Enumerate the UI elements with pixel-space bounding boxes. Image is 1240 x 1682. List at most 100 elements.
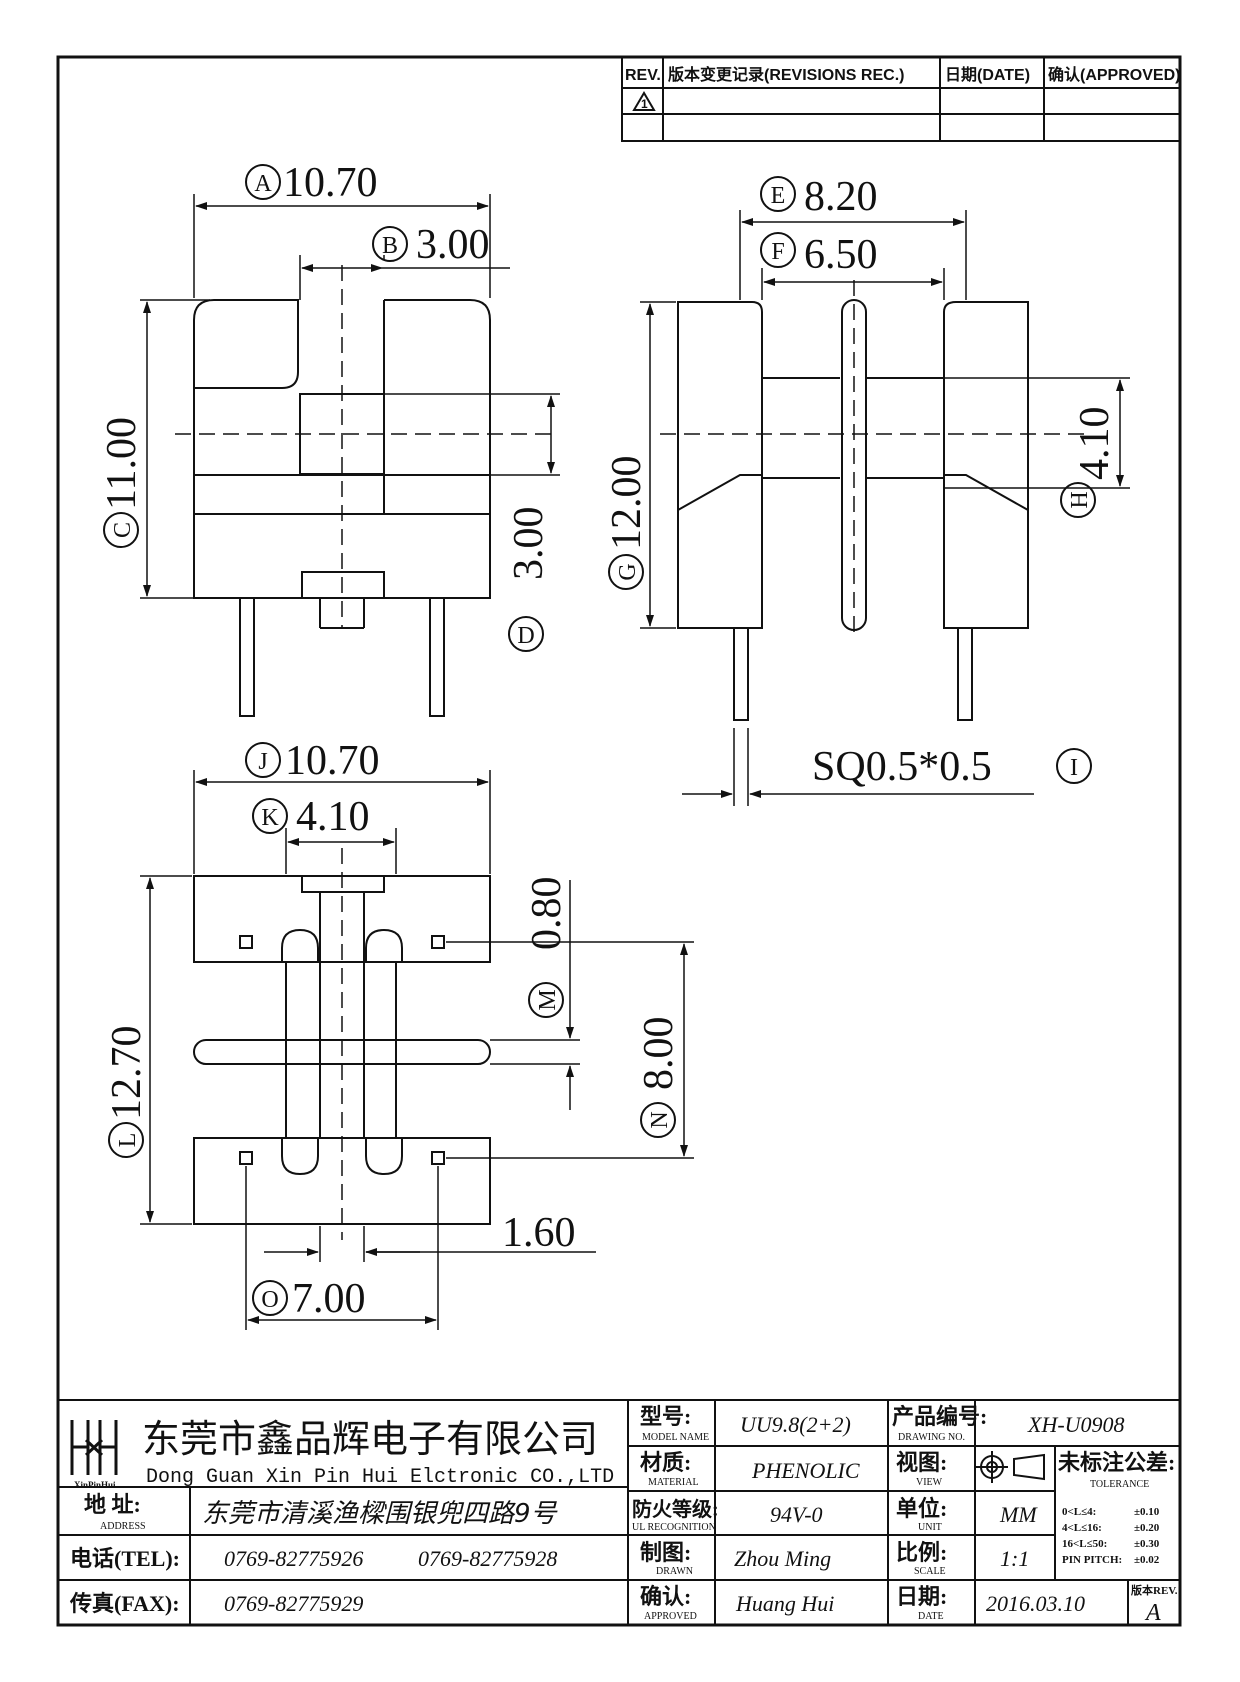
dim-D: 3.00 D: [506, 507, 552, 652]
fax-label: 传真(FAX):: [69, 1591, 180, 1616]
tolerance-range-3: 16<L≤50:: [1062, 1538, 1107, 1550]
model-label-en: MODEL NAME: [642, 1432, 709, 1443]
tel-2: 0769-82775928: [418, 1546, 557, 1571]
drawn-label-en: DRAWN: [656, 1566, 693, 1577]
dim-O: O 7.00: [252, 1276, 366, 1322]
svg-text:C: C: [110, 522, 136, 538]
date-value: 2016.03.10: [986, 1591, 1085, 1616]
rev-value: A: [1144, 1600, 1161, 1626]
sheet-border: [56, 55, 1182, 1627]
svg-text:M: M: [535, 989, 561, 1010]
drawn-label: 制图:: [640, 1540, 691, 1565]
dim-pin-width: 1.60: [502, 1210, 576, 1256]
svg-text:G: G: [615, 563, 641, 580]
svg-text:1: 1: [641, 97, 648, 111]
company-name-en: Dong Guan Xin Pin Hui Elctronic CO.,LTD: [146, 1466, 614, 1489]
address-label-en: ADDRESS: [100, 1521, 146, 1532]
svg-text:H: H: [1067, 491, 1093, 508]
date-label: 日期:: [896, 1584, 947, 1609]
revision-record-header: 版本变更记录(REVISIONS REC.): [667, 65, 904, 84]
svg-text:10.70: 10.70: [285, 738, 380, 784]
tolerance-range-4: PIN PITCH:: [1062, 1554, 1122, 1566]
dim-I: SQ0.5*0.5 I: [812, 744, 1092, 790]
company-logo: [70, 1420, 118, 1475]
svg-text:J: J: [258, 749, 267, 775]
scale-value: 1:1: [1000, 1546, 1029, 1571]
approved-value: Huang Hui: [735, 1591, 834, 1616]
dim-L: 12.70 L: [104, 1026, 150, 1158]
model-value: UU9.8(2+2): [740, 1412, 851, 1437]
revision-date-header: 日期(DATE): [945, 65, 1030, 84]
view-label-en: VIEW: [916, 1477, 943, 1488]
title-block-grid: [58, 1399, 1180, 1625]
approved-label-en: APPROVED: [644, 1611, 697, 1622]
svg-text:SQ0.5*0.5: SQ0.5*0.5: [812, 744, 992, 790]
material-label: 材质:: [640, 1450, 691, 1475]
tolerance-label-en: TOLERANCE: [1090, 1479, 1149, 1490]
dim-G: 12.00 G: [604, 456, 650, 590]
tolerance-value-1: ±0.10: [1134, 1506, 1160, 1518]
svg-text:I: I: [1070, 755, 1078, 781]
dim-E: E 8.20: [760, 174, 878, 220]
svg-text:8.00: 8.00: [636, 1017, 682, 1091]
tel-1: 0769-82775926: [224, 1546, 363, 1571]
rev-label: 版本REV.: [1131, 1583, 1178, 1597]
third-angle-projection-icon: [976, 1451, 1045, 1483]
svg-text:4.10: 4.10: [296, 794, 370, 840]
unit-label: 单位:: [896, 1496, 947, 1521]
fire-rating-label-en: UL RECOGNITION: [632, 1522, 716, 1533]
svg-text:6.50: 6.50: [804, 232, 878, 278]
svg-text:12.70: 12.70: [104, 1026, 150, 1121]
svg-text:N: N: [647, 1111, 673, 1128]
unit-value: MM: [999, 1502, 1038, 1527]
tolerance-range-2: 4<L≤16:: [1062, 1522, 1102, 1534]
dim-N: 8.00 N: [636, 1017, 682, 1138]
dim-J: J 10.70: [245, 738, 380, 784]
drawing-no-label: 产品编号:: [892, 1404, 987, 1429]
dim-F: F 6.50: [760, 232, 878, 278]
svg-text:E: E: [771, 183, 786, 209]
address-label: 地 址:: [84, 1492, 141, 1517]
svg-text:7.00: 7.00: [292, 1276, 366, 1322]
drawing-no-label-en: DRAWING NO.: [898, 1432, 965, 1443]
dim-K: K 4.10: [252, 794, 370, 840]
dim-M: 0.80 M: [524, 877, 570, 1018]
svg-text:K: K: [261, 805, 279, 831]
side-view-dimensions: [640, 210, 1130, 806]
tel-label: 电话(TEL):: [70, 1546, 180, 1571]
model-label: 型号:: [640, 1404, 691, 1429]
approved-label: 确认:: [640, 1584, 691, 1609]
tolerance-table: 0<L≤4: ±0.10 4<L≤16: ±0.20 16<L≤50: ±0.3…: [1062, 1506, 1160, 1566]
revision-table: [621, 56, 1181, 142]
svg-text:0.80: 0.80: [524, 877, 570, 951]
tolerance-value-2: ±0.20: [1134, 1522, 1160, 1534]
front-view: [175, 265, 555, 717]
revision-approved-header: 确认(APPROVED): [1048, 65, 1180, 84]
svg-text:3.00: 3.00: [506, 507, 552, 581]
front-view-dimensions: [140, 194, 560, 599]
svg-text:4.10: 4.10: [1072, 407, 1118, 481]
logo-text: XinPinHui: [74, 1480, 116, 1490]
tolerance-value-4: ±0.02: [1134, 1554, 1160, 1566]
svg-text:12.00: 12.00: [604, 456, 650, 551]
dim-A: A 10.70: [245, 160, 378, 206]
tolerance-range-1: 0<L≤4:: [1062, 1506, 1096, 1518]
scale-label: 比例:: [896, 1540, 947, 1565]
svg-text:L: L: [115, 1133, 141, 1148]
side-view: [660, 280, 1085, 721]
fire-rating-label: 防火等级:: [632, 1497, 719, 1521]
drawing-no-value: XH-U0908: [1027, 1412, 1125, 1437]
svg-text:D: D: [517, 623, 534, 649]
fax-value: 0769-82775929: [224, 1591, 363, 1616]
svg-text:B: B: [382, 233, 398, 259]
view-label: 视图:: [896, 1450, 947, 1475]
company-name-cn: 东莞市鑫品辉电子有限公司: [142, 1417, 598, 1461]
fire-rating-value: 94V-0: [770, 1502, 823, 1527]
bottom-view-dimensions: [140, 770, 694, 1330]
dim-B: B 3.00: [372, 222, 490, 268]
svg-text:A: A: [254, 171, 272, 197]
svg-text:11.00: 11.00: [99, 417, 145, 510]
bottom-view: [193, 848, 491, 1240]
tolerance-label: 未标注公差:: [1058, 1450, 1175, 1475]
unit-label-en: UNIT: [918, 1522, 942, 1533]
